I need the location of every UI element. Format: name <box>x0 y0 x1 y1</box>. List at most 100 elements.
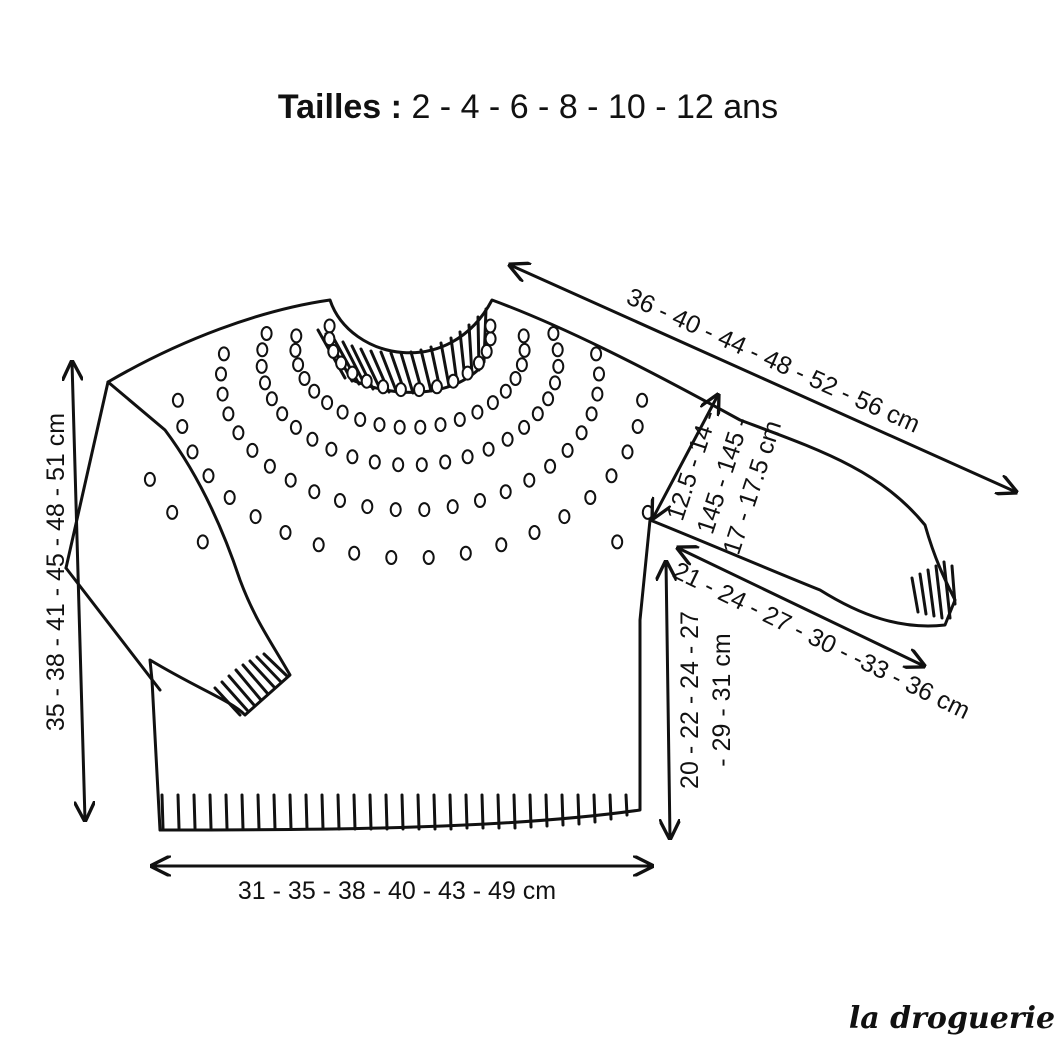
yoke-dot <box>385 550 398 565</box>
yoke-dot <box>368 454 381 470</box>
yoke-dot <box>171 392 184 408</box>
yoke-dot <box>394 382 407 398</box>
yoke-dot <box>346 449 359 465</box>
armhole-arrow <box>653 395 718 518</box>
yoke-dot <box>265 391 278 407</box>
yoke-dot <box>547 326 560 341</box>
sizes-label: Tailles : <box>277 88 402 126</box>
yoke-dot <box>434 417 447 433</box>
yoke-dot <box>531 406 544 422</box>
yoke-dot <box>373 417 386 433</box>
yoke-dot <box>298 371 311 386</box>
yoke-dot <box>216 386 229 402</box>
yoke-dot <box>217 346 230 362</box>
yoke-dot <box>289 342 302 358</box>
yoke-dot <box>259 375 271 391</box>
yoke-dot <box>486 395 499 411</box>
yoke-dot <box>518 419 531 435</box>
yoke-dot <box>276 406 289 422</box>
yoke-dot <box>392 457 405 473</box>
yoke-dot <box>422 550 435 565</box>
yoke-dot <box>246 442 259 458</box>
yoke-dot <box>232 425 245 441</box>
yoke-dot <box>223 490 236 505</box>
yoke-dot <box>585 406 598 422</box>
yoke-dot <box>472 355 485 371</box>
yoke-dot <box>202 468 215 484</box>
yoke-dot <box>621 444 634 460</box>
body-length-arrow <box>72 362 85 820</box>
yoke-dot <box>484 331 497 347</box>
hem-ribbing <box>160 793 629 831</box>
yoke-dot <box>323 318 336 334</box>
yoke-dot <box>327 343 340 359</box>
yoke-dot <box>480 343 493 359</box>
yoke-dot <box>360 373 373 389</box>
yoke-dot <box>482 441 495 457</box>
yoke-dot <box>471 404 484 420</box>
sleeve-length-label: 36 - 40 - 44 - 48 - 52 - 56 cm <box>622 283 924 439</box>
sizes-values: 2 - 4 - 6 - 8 - 10 - 12 ans <box>411 88 779 126</box>
yoke-dot <box>361 499 374 515</box>
yoke-dot <box>631 419 644 434</box>
yoke-dot <box>641 504 654 520</box>
yoke-dot <box>499 484 512 500</box>
yoke-dot <box>447 373 460 389</box>
yoke-dot <box>292 357 305 373</box>
yoke-dot <box>325 441 338 457</box>
side-length-label-line2: - 29 - 31 cm <box>708 633 736 766</box>
yoke-dot <box>542 391 555 407</box>
yoke-dot <box>323 331 336 347</box>
measurement-labels: 35 - 38 - 41 - 45 - 48 - 51 cm 36 - 40 -… <box>42 283 974 905</box>
yoke-dot <box>515 357 528 373</box>
yoke-dot <box>459 545 472 561</box>
sizes-title: Tailles : 2 - 4 - 6 - 8 - 10 - 12 ans <box>0 88 1056 127</box>
side-length-arrow <box>666 562 670 838</box>
brand-logo: la droguerie <box>849 1001 1055 1036</box>
yoke-dot <box>558 509 571 525</box>
yoke-dot <box>260 326 273 341</box>
yoke-dot <box>279 525 292 540</box>
yoke-dot <box>461 449 474 465</box>
yoke-dot <box>312 537 325 553</box>
width-label: 31 - 35 - 38 - 40 - 43 - 49 cm <box>238 877 556 905</box>
yoke-dot <box>499 383 512 399</box>
yoke-dot <box>176 419 189 434</box>
yoke-dot <box>256 342 269 358</box>
yoke-dot <box>215 366 227 382</box>
yoke-dot <box>523 472 536 488</box>
yoke-dot <box>517 328 530 344</box>
yoke-dot <box>334 493 346 508</box>
yoke-dot <box>590 346 603 362</box>
sleeve-length-arrow <box>510 265 1016 492</box>
measurement-arrows <box>66 265 1016 866</box>
yoke-dot <box>284 472 297 488</box>
yoke-dot <box>474 493 486 508</box>
yoke-dot <box>453 412 466 427</box>
yoke-dot <box>389 502 402 518</box>
yoke-dot <box>249 509 262 525</box>
yoke-dot <box>593 366 605 382</box>
yoke-dot <box>354 412 367 427</box>
yoke-dot <box>575 425 588 441</box>
yoke-dot <box>439 454 452 470</box>
yoke-dot <box>290 328 303 344</box>
yoke-dot <box>166 504 179 520</box>
left-cuff-ribbing <box>213 652 289 717</box>
side-length-label-line1: 20 - 22 - 24 - 27 <box>676 611 704 789</box>
yoke-dot <box>306 431 319 447</box>
yoke-dot <box>528 525 541 540</box>
yoke-dot <box>377 379 390 395</box>
yoke-dot <box>495 537 508 553</box>
yoke-dot <box>413 382 426 398</box>
yoke-dot <box>346 365 359 381</box>
yoke-dot <box>430 379 443 395</box>
yoke-dot <box>222 406 235 422</box>
yoke-dot <box>393 419 406 435</box>
yoke-dot <box>335 355 348 371</box>
yoke-dot <box>414 419 427 435</box>
yoke-dot <box>584 490 597 505</box>
yoke-dot <box>143 471 156 487</box>
body-length-guide-lower <box>64 566 162 692</box>
